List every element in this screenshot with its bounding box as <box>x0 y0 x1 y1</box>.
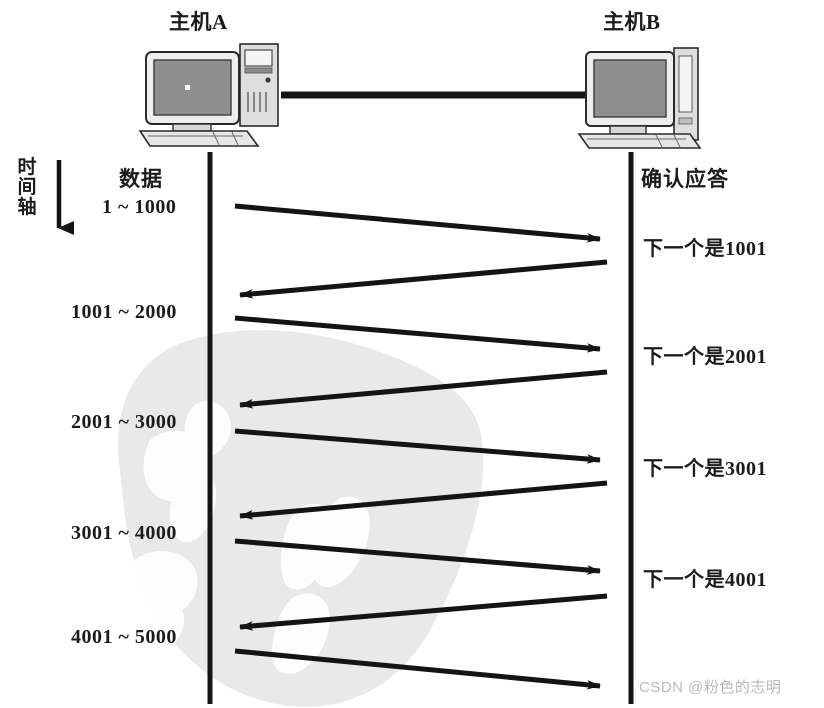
arrow-data-5 <box>234 648 601 690</box>
arrow-ack-1 <box>239 259 608 299</box>
host-b-computer-icon <box>577 47 702 149</box>
host-a-computer-icon <box>138 43 279 147</box>
message-arrows <box>234 203 608 690</box>
host-a-title: 主机A <box>169 10 228 34</box>
time-axis-char-2: 间 <box>17 176 37 198</box>
time-axis-char-1: 时 <box>17 157 37 178</box>
csdn-credit-watermark: CSDN @粉色的志明 <box>639 679 782 696</box>
seq-label: 2001 ~ 3000 <box>71 411 177 433</box>
arrow-data-1 <box>234 203 601 243</box>
ack-label: 下一个是4001 <box>643 569 767 591</box>
ack-label: 下一个是3001 <box>643 458 767 480</box>
seq-label: 4001 ~ 5000 <box>71 626 177 648</box>
arrow-data-3 <box>234 428 601 464</box>
time-axis-label: 时 间 轴 <box>16 158 38 218</box>
arrow-data-2 <box>234 315 601 353</box>
time-axis-char-3: 轴 <box>17 196 37 218</box>
data-column-header: 数据 <box>119 167 163 191</box>
seq-label: 3001 ~ 4000 <box>71 522 177 544</box>
seq-label: 1001 ~ 2000 <box>71 301 177 323</box>
host-b-title: 主机B <box>603 10 661 34</box>
seq-label: 1 ~ 1000 <box>102 196 177 218</box>
ack-column-header: 确认应答 <box>641 167 729 191</box>
ack-label: 下一个是2001 <box>643 346 767 368</box>
arrow-data-4 <box>234 538 601 575</box>
ack-label: 下一个是1001 <box>643 238 767 260</box>
arrow-ack-2 <box>239 369 608 409</box>
arrow-ack-4 <box>239 593 608 631</box>
arrow-ack-3 <box>239 480 608 520</box>
